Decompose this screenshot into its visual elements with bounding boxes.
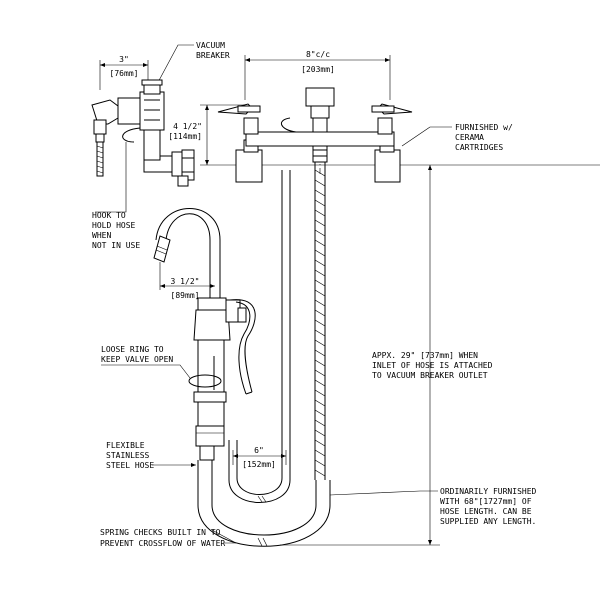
furnished-label-3: CARTRIDGES <box>455 143 503 152</box>
spring-leader <box>211 529 237 544</box>
dim-76mm-label: [76mm] <box>110 69 139 78</box>
hook-label-3: WHEN <box>92 231 111 240</box>
ordinarily-label-2: WITH 68"[1727mm] OF <box>440 497 532 506</box>
dimension-6in <box>232 450 287 465</box>
hook-shape <box>122 127 141 143</box>
vacuum-breaker-leader <box>155 44 194 87</box>
loose-ring <box>188 374 222 388</box>
flexible-label-3: STEEL HOSE <box>106 461 154 470</box>
dimension-8cc <box>244 55 391 100</box>
furnished-label-1: FURNISHED w/ <box>455 123 513 132</box>
dim-4half-label: 4 1/2" <box>173 122 202 131</box>
dimension-29in <box>280 165 440 546</box>
ordinarily-label-3: HOSE LENGTH. CAN BE <box>440 507 532 516</box>
dim-3half-label: 3 1/2" <box>171 277 200 286</box>
dimension-3half <box>159 262 215 290</box>
furnished-label-2: CERAMA <box>455 133 484 142</box>
flexible-arrow <box>191 463 196 467</box>
dim-8cc-label: 8"c/c <box>306 50 330 59</box>
dim-89mm-label: [89mm] <box>171 291 200 300</box>
spring-label-1: SPRING CHECKS BUILT IN TO <box>100 528 221 537</box>
hook-label-4: NOT IN USE <box>92 241 140 250</box>
dim-3in-label: 3" <box>119 55 129 64</box>
ordinarily-label-4: SUPPLIED ANY LENGTH. <box>440 517 536 526</box>
hook-label-1: HOOK TO <box>92 211 126 220</box>
dim-203mm-label: [203mm] <box>301 65 335 74</box>
vacuum-breaker-label-2: BREAKER <box>196 51 230 60</box>
wall-faucet-assembly <box>217 87 413 183</box>
vacuum-breaker-label-1: VACUUM <box>196 41 225 50</box>
flexible-label-1: FLEXIBLE <box>106 441 145 450</box>
vacuum-breaker-assembly <box>91 79 195 187</box>
hose-loop-inner <box>228 170 291 503</box>
loose-ring-leader <box>101 364 191 379</box>
dim-152mm-label: [152mm] <box>242 460 276 469</box>
flexible-label-2: STAINLESS <box>106 451 150 460</box>
furnished-leader <box>401 126 452 147</box>
spring-label-2: PREVENT CROSSFLOW OF WATER <box>100 539 225 548</box>
vertical-hose-right <box>314 162 326 480</box>
spray-valve-assembly <box>153 208 256 461</box>
ordinarily-leader <box>329 490 438 496</box>
dim-114mm-label: [114mm] <box>168 132 202 141</box>
appx-label-3: TO VACUUM BREAKER OUTLET <box>372 371 488 380</box>
appx-label-1: APPX. 29" [737mm] WHEN <box>372 351 478 360</box>
appx-label-2: INLET OF HOSE IS ATTACHED <box>372 361 493 370</box>
ordinarily-label-1: ORDINARILY FURNISHED <box>440 487 537 496</box>
loose-ring-label-2: KEEP VALVE OPEN <box>101 355 173 364</box>
hook-leader <box>95 142 127 213</box>
hook-label-2: HOLD HOSE <box>92 221 136 230</box>
dim-6in-label: 6" <box>254 446 264 455</box>
loose-ring-label-1: LOOSE RING TO <box>101 345 164 354</box>
hose-loop-outer <box>197 460 331 547</box>
